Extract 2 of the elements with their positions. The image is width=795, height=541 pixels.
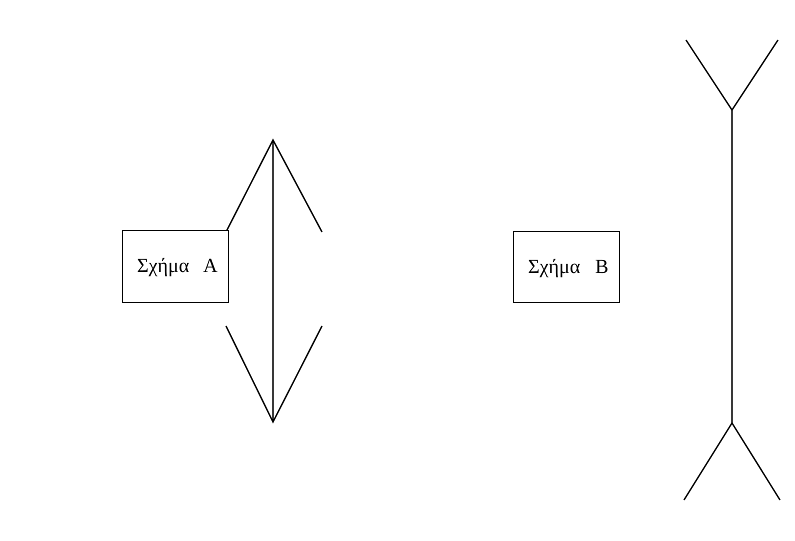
label-box: Σχήμα Β: [513, 231, 620, 303]
label-box: Σχήμα Α: [122, 230, 229, 303]
